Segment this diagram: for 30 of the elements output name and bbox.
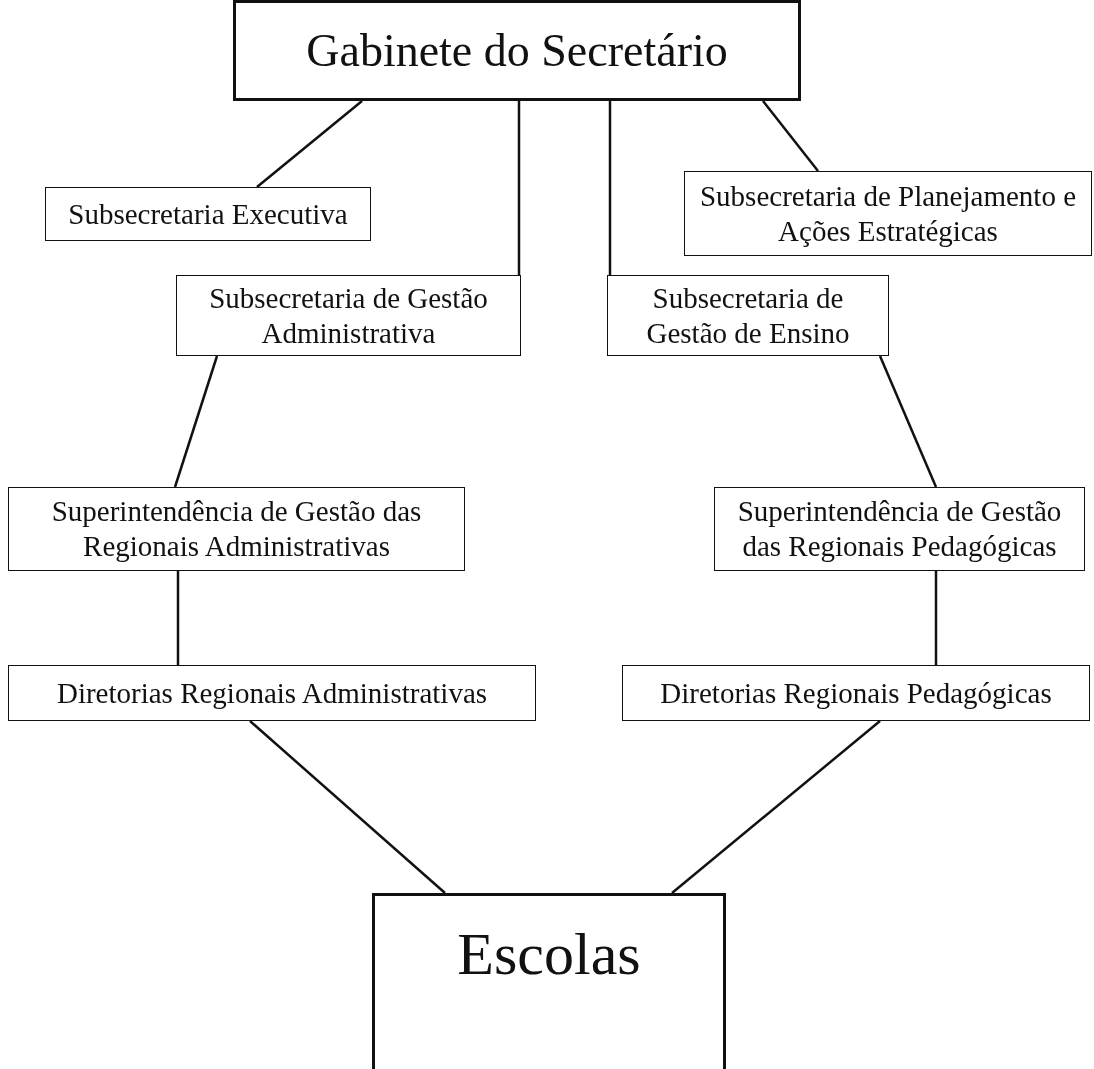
box-label: Subsecretaria Executiva — [68, 196, 348, 232]
box-label: Superintendência de Gestão das Regionais Pedagógicas — [736, 494, 1063, 564]
box-label: Superintendência de Gestão das Regionais Administrativas — [50, 494, 423, 564]
org-box — [45, 187, 371, 241]
org-box — [684, 171, 1092, 256]
connector-line — [671, 720, 881, 894]
connector-line — [934, 571, 938, 665]
org-box — [714, 487, 1085, 571]
org-box — [176, 275, 521, 356]
connector-line — [173, 355, 219, 488]
connector-line — [517, 101, 521, 275]
connector-line — [256, 100, 363, 188]
connector-line — [762, 100, 819, 172]
box-label: Subsecretaria de Planejamento e Ações Estratégicas — [698, 178, 1077, 249]
org-box — [372, 893, 726, 1069]
org-box — [8, 665, 536, 721]
org-box — [8, 487, 465, 571]
box-label: Subsecretaria de Gestão de Ensino — [645, 280, 851, 351]
org-box — [233, 0, 801, 101]
connector-line — [608, 101, 612, 275]
box-label: Escolas — [457, 920, 641, 989]
org-box — [622, 665, 1090, 721]
box-label: Gabinete do Secretário — [306, 23, 728, 78]
connector-line — [249, 720, 446, 894]
org-box — [607, 275, 889, 356]
box-label: Diretorias Regionais Administrativas — [56, 675, 488, 711]
box-label: Subsecretaria de Gestão Administrativa — [208, 280, 489, 351]
box-label: Diretorias Regionais Pedagógicas — [660, 675, 1052, 711]
connector-line — [176, 571, 180, 665]
connector-line — [878, 355, 938, 488]
